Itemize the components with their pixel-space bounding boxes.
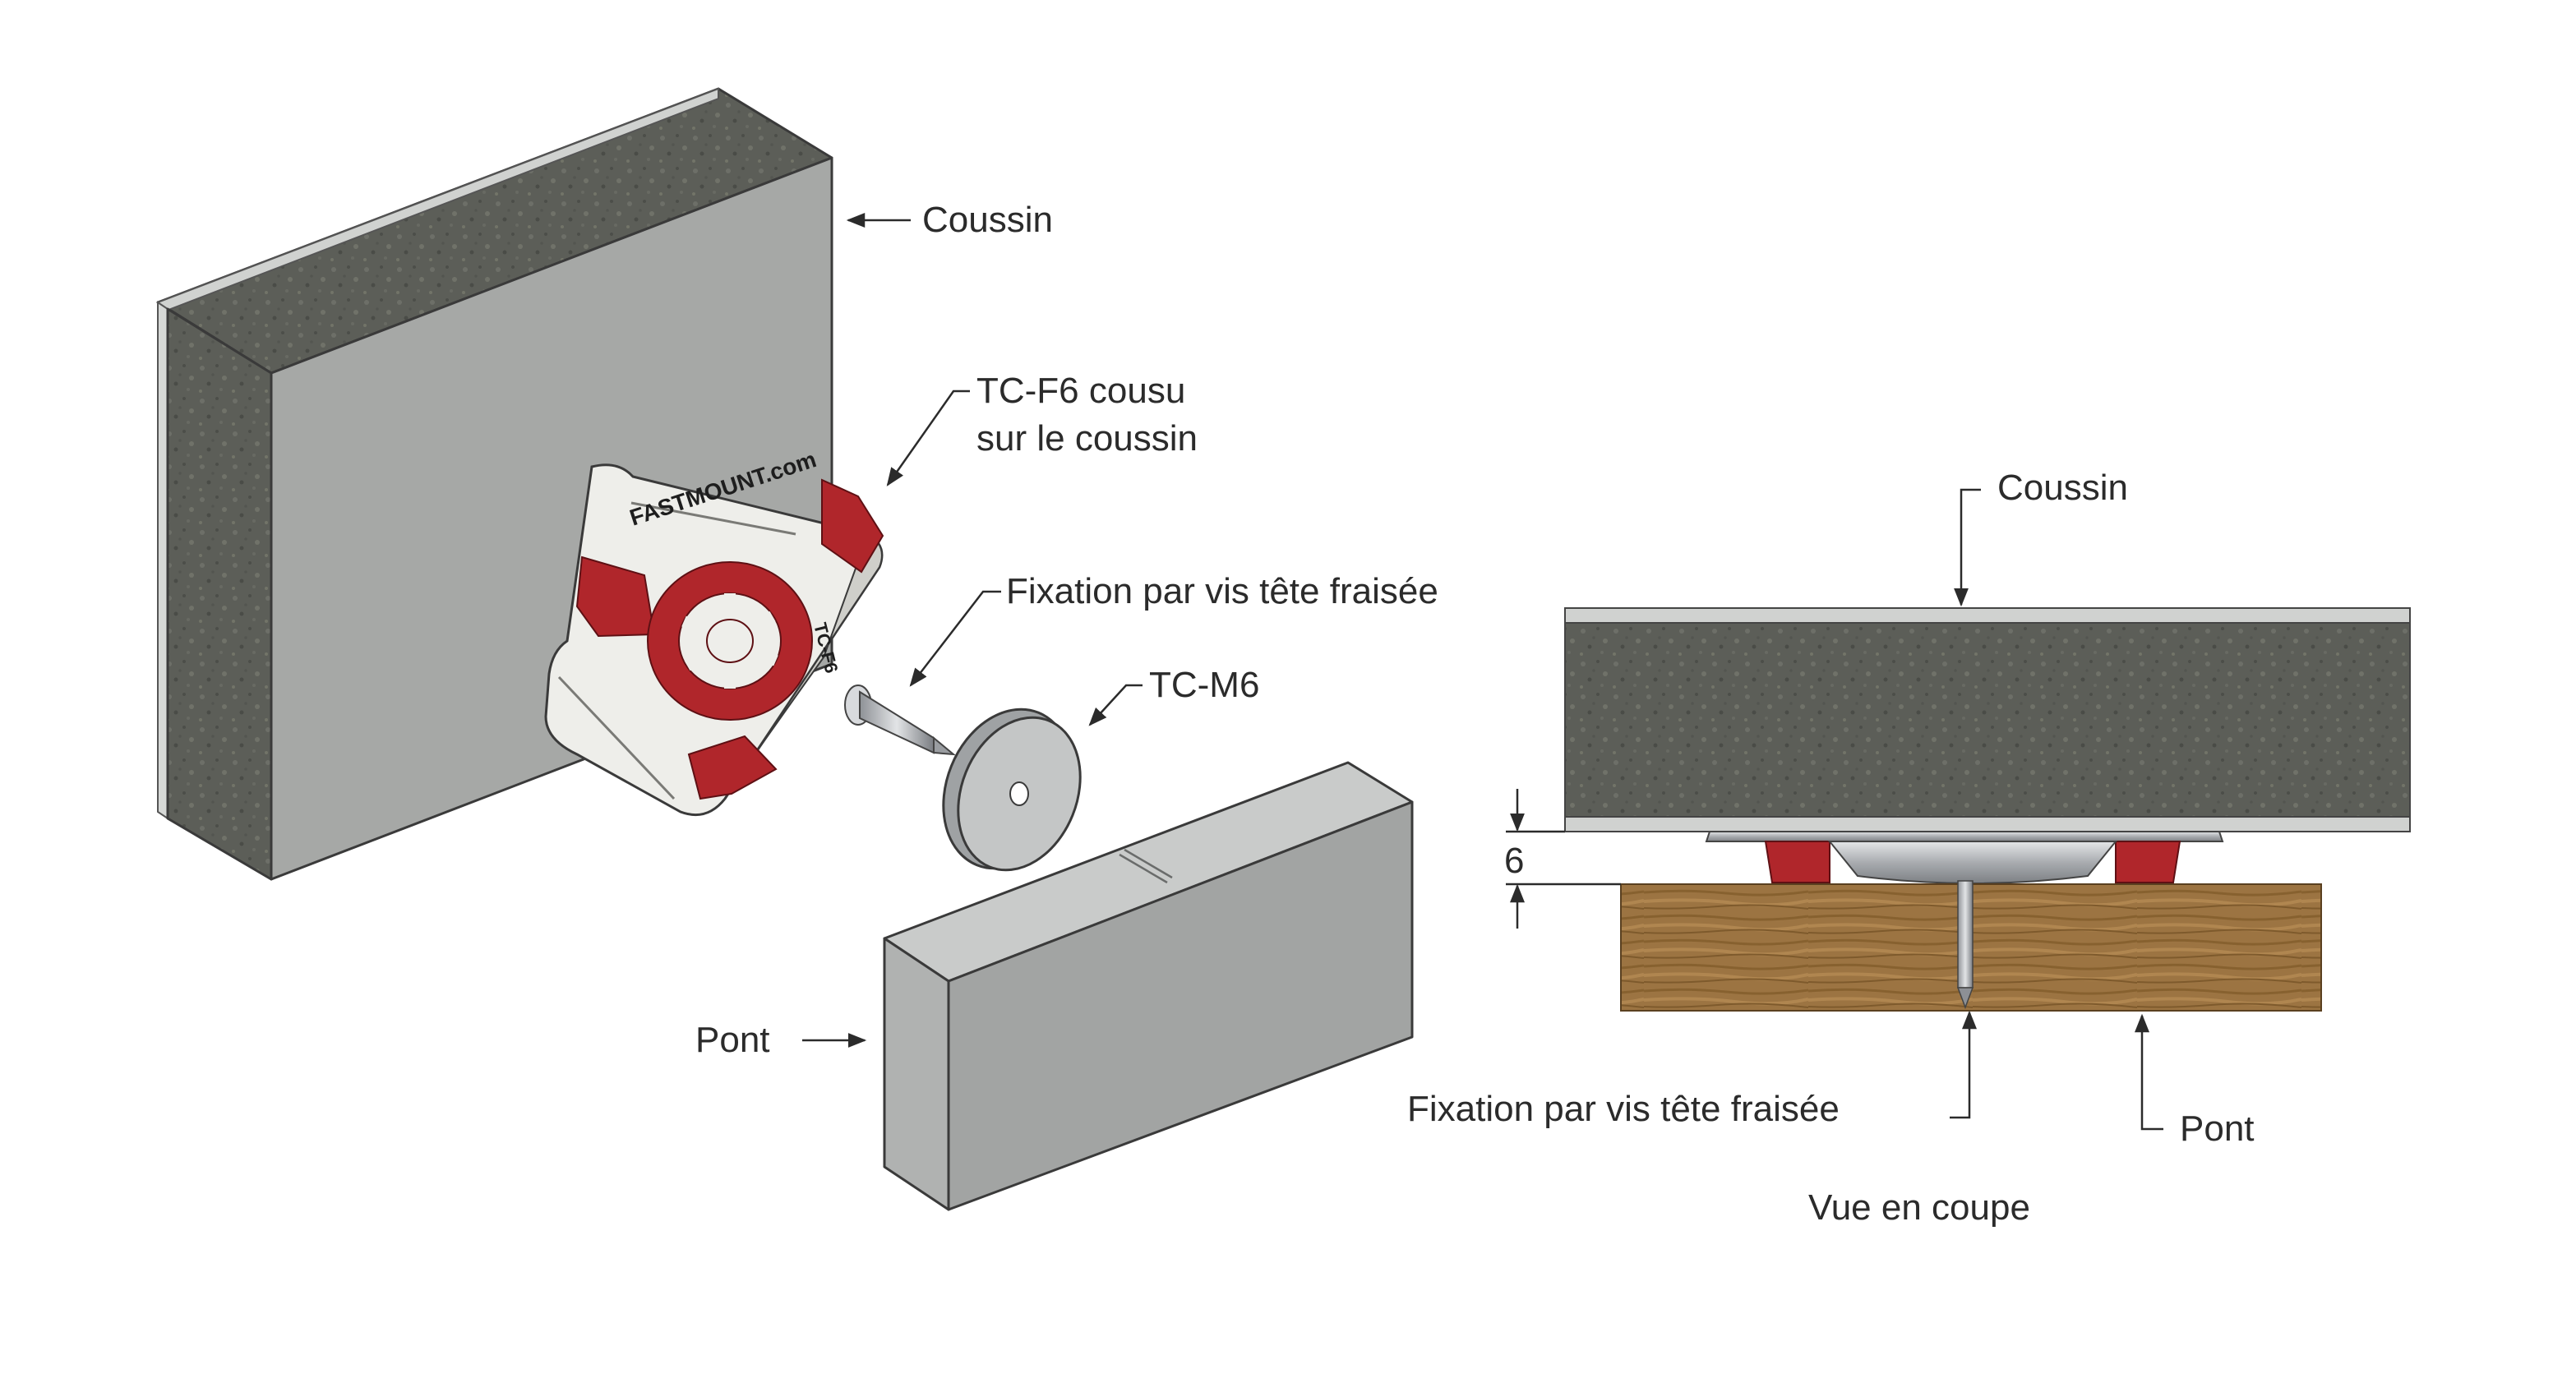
deck-block (883, 761, 1414, 1211)
fixation-iso-label: Fixation par vis tête fraisée (1006, 571, 1438, 611)
pont-section-leader (2135, 1013, 2163, 1131)
fixation-section-label: Fixation par vis tête fraisée (1407, 1089, 1840, 1129)
washer-hole (1009, 781, 1029, 806)
isometric-view: FASTMOUNT.com TC-F6 (156, 87, 1438, 1211)
section-cushion (1564, 607, 2411, 832)
section-cushion-bottom-board (1564, 816, 2411, 832)
section-cushion-board (1564, 607, 2411, 624)
cushion-side-board (157, 301, 169, 820)
section-washer (1827, 841, 2118, 884)
section-screw-tip (1956, 987, 1974, 1010)
section-view: 6 Coussin Fixation par vis tête fraisée … (1407, 468, 2411, 1228)
tc-m6-washer (942, 708, 1082, 872)
section-clip (1705, 831, 2224, 884)
section-clip-plate (1705, 831, 2224, 842)
screw-shank (859, 690, 935, 754)
tc-f6-leader (886, 389, 970, 486)
screw-tip (933, 735, 957, 756)
section-clip-red-right (2115, 841, 2181, 883)
clip-red-tab-bottom (687, 735, 778, 800)
deck-front (883, 937, 950, 1211)
fixation-section-leader (1950, 1010, 1977, 1119)
cushion-side-foam (166, 307, 273, 881)
tc-m6-label: TC-M6 (1149, 665, 1259, 705)
tc-f6-label-line1: TC-F6 cousu (976, 371, 1185, 411)
countersunk-screw (844, 684, 957, 756)
section-view-caption: Vue en coupe (1808, 1187, 2030, 1228)
section-cushion-foam (1564, 622, 2411, 818)
section-screw (1956, 880, 1974, 1010)
clip-red-tabs (575, 478, 884, 800)
clip-red-tab-top-right (821, 478, 884, 574)
tc-f6-clip: FASTMOUNT.com TC-F6 (544, 446, 884, 817)
clip-center-ring (647, 561, 813, 721)
coussin-section-label: Coussin (1997, 468, 2128, 508)
deck-side (947, 800, 1414, 1211)
section-callouts: Coussin Fixation par vis tête fraisée Po… (1407, 468, 2255, 1228)
clip-ring-hub (706, 619, 754, 663)
dimension-gap: 6 (1504, 789, 1621, 929)
section-clip-red-left (1764, 841, 1830, 883)
fixation-iso-leader (909, 590, 1001, 687)
clip-inner-groove (630, 501, 796, 536)
clip-bottom-groove (557, 675, 676, 800)
section-screw-shank (1957, 880, 1974, 989)
pont-iso-label: Pont (695, 1020, 770, 1060)
clip-red-tab-left (575, 555, 656, 638)
coussin-section-leader (1954, 488, 1981, 607)
pont-section-label: Pont (2180, 1109, 2255, 1149)
deck-top-groove (1119, 848, 1173, 884)
tc-f6-label-line2: sur le coussin (976, 418, 1198, 459)
iso-callouts: Coussin TC-F6 cousu sur le coussin Fixat… (695, 200, 1438, 1060)
tc-m6-leader (1088, 684, 1143, 726)
dimension-value: 6 (1504, 841, 1524, 881)
coussin-iso-label: Coussin (922, 200, 1053, 240)
